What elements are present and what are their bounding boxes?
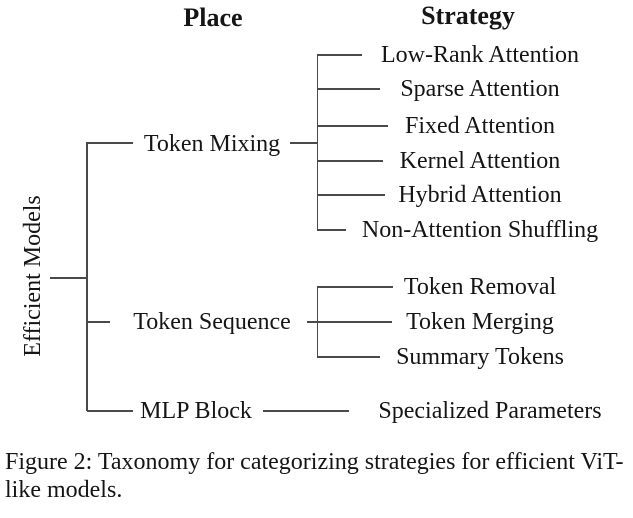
node-specialized-parameters: Specialized Parameters [378, 398, 602, 424]
connector-tick-sparse [317, 88, 380, 90]
connector-tick-non-attention [317, 229, 346, 231]
connector-mlp-right [263, 410, 349, 412]
figure-caption: Figure 2: Taxonomy for categorizing stra… [5, 449, 624, 503]
connector-mlp-left [87, 410, 133, 412]
node-token-mixing: Token Mixing [143, 131, 281, 157]
connector-tick-summary-tokens [317, 356, 380, 358]
column-header-place: Place [183, 3, 243, 32]
connector-sequence-group-vertical [316, 286, 318, 358]
column-header-strategy: Strategy [421, 1, 515, 30]
connector-trunk [86, 142, 88, 412]
connector-tick-low-rank [317, 54, 362, 56]
connector-mixing-group-vertical [316, 54, 318, 231]
node-token-removal: Token Removal [403, 274, 557, 300]
connector-root [50, 277, 87, 279]
connector-token-sequence-left [87, 321, 110, 323]
connector-token-mixing-right [290, 142, 318, 144]
connector-tick-fixed [317, 125, 388, 127]
node-mlp-block: MLP Block [140, 398, 252, 424]
node-token-sequence: Token Sequence [133, 309, 291, 335]
node-kernel-attention: Kernel Attention [399, 148, 561, 174]
connector-token-sequence-right [307, 321, 392, 323]
root-node-efficient-models: Efficient Models [20, 195, 46, 357]
connector-token-mixing-left [87, 142, 133, 144]
connector-tick-hybrid [317, 194, 385, 196]
node-summary-tokens: Summary Tokens [396, 344, 564, 370]
node-hybrid-attention: Hybrid Attention [398, 182, 562, 208]
node-token-merging: Token Merging [406, 309, 554, 335]
connector-tick-token-removal [317, 286, 393, 288]
node-sparse-attention: Sparse Attention [400, 76, 560, 102]
connector-tick-kernel [317, 160, 383, 162]
node-non-attention-shuffling: Non-Attention Shuffling [361, 217, 599, 243]
node-fixed-attention: Fixed Attention [405, 113, 555, 139]
node-low-rank-attention: Low-Rank Attention [381, 42, 579, 68]
